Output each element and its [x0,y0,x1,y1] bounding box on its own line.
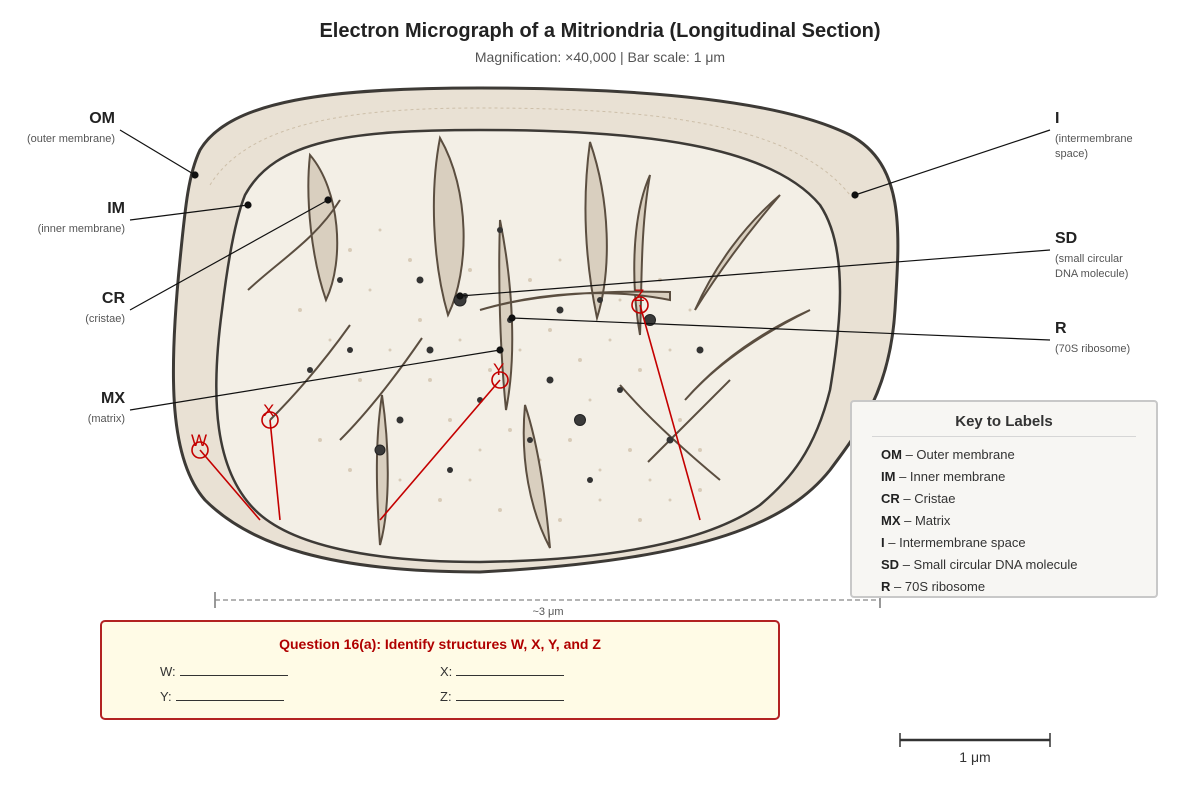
crista [339,337,423,441]
scale-bar-label: 1 μm [959,749,991,765]
key-text: – Small circular DNA molecule [902,557,1078,572]
ribosomes [307,227,704,483]
key-item: OM – Outer membrane [881,447,1015,462]
label-om-desc: (outer membrane) [26,133,115,145]
key-box: Key to Labels OM – Outer membrane IM – I… [850,400,1158,598]
answer-x[interactable]: X: [440,663,565,679]
cristae-lines [247,199,731,481]
answer-blank[interactable] [175,688,284,701]
crista [584,141,608,322]
answer-y-label: Y: [160,689,172,704]
crista [498,219,514,411]
key-item: MX – Matrix [881,513,950,528]
label-om: OM [89,110,115,127]
answer-blank[interactable] [179,663,288,676]
key-abbr: MX [881,513,901,528]
key-abbr: CR [881,491,900,506]
key-abbr: SD [881,557,900,572]
label-cr: CR [101,290,125,307]
label-leaders [119,129,1051,411]
key-text: – Cristae [903,491,956,506]
label-im: IM [107,200,125,217]
key-item: IM – Inner membrane [881,469,1005,484]
key-text: – Intermembrane space [888,535,1026,550]
page-title: Electron Micrograph of a Mitriondria (Lo… [319,20,881,42]
marker-w [191,441,209,459]
answer-z[interactable]: Z: [440,688,564,704]
marker-y-letter: Y [493,360,504,379]
crista [619,384,721,481]
answer-blank[interactable] [455,688,564,701]
label-i-desc-2: space) [1055,148,1089,160]
key-abbr: IM [881,469,896,484]
label-sd-desc-1: (small circular [1055,253,1123,265]
key-text: – 70S ribosome [894,579,986,594]
label-mx: MX [101,390,125,407]
label-sd: SD [1055,230,1078,247]
answer-z-label: Z: [440,689,452,704]
question-box: Question 16(a): Identify structures W, X… [100,620,780,720]
crista [307,152,339,303]
label-r-desc: (70S ribosome) [1055,343,1131,355]
label-cr-desc: (cristae) [85,313,125,325]
crista [247,199,341,291]
key-abbr: R [881,579,891,594]
key-title: Key to Labels [955,413,1053,430]
label-mx-desc: (matrix) [87,413,125,425]
label-im-desc: (inner membrane) [37,223,125,235]
answer-w-label: W: [160,664,176,679]
answer-w[interactable]: W: [160,663,288,679]
marker-z-letter: Z [634,286,644,305]
crista [684,309,811,401]
crista [647,379,731,463]
label-i-desc-1: (intermembrane [1055,133,1133,145]
marker-x-letter: X [263,401,274,420]
answer-y[interactable]: Y: [160,688,284,704]
crista [269,324,351,421]
question-title: Question 16(a): Identify structures W, X… [279,636,601,652]
scale-bar [899,733,1051,747]
crista [694,194,781,311]
key-item: CR – Cristae [881,491,955,506]
key-item: I – Intermembrane space [881,535,1026,550]
question-marker-letters: W X Y Z [191,286,644,450]
crista [375,394,389,546]
crista [432,135,465,318]
key-divider [872,436,1136,437]
label-i: I [1055,110,1060,127]
answer-x-label: X: [440,664,453,679]
inner-membrane [215,128,842,564]
key-text: – Matrix [904,513,951,528]
key-abbr: OM [881,447,902,462]
answer-blank[interactable] [456,663,565,676]
key-text: – Inner membrane [899,469,1006,484]
key-item: SD – Small circular DNA molecule [881,557,1078,572]
crista [479,290,671,311]
key-text: – Outer membrane [905,447,1015,462]
page-subtitle: Magnification: ×40,000 | Bar scale: 1 μm [474,49,726,65]
key-item: R – 70S ribosome [881,579,985,594]
label-r: R [1055,320,1067,337]
question-markers [191,296,701,521]
key-abbr: I [881,535,885,550]
marker-y [491,371,509,389]
label-sd-desc-2: DNA molecule) [1055,268,1129,280]
dimension-label: ~3 μm [532,606,564,618]
marker-z [631,296,649,314]
marker-w-letter: W [191,431,207,450]
